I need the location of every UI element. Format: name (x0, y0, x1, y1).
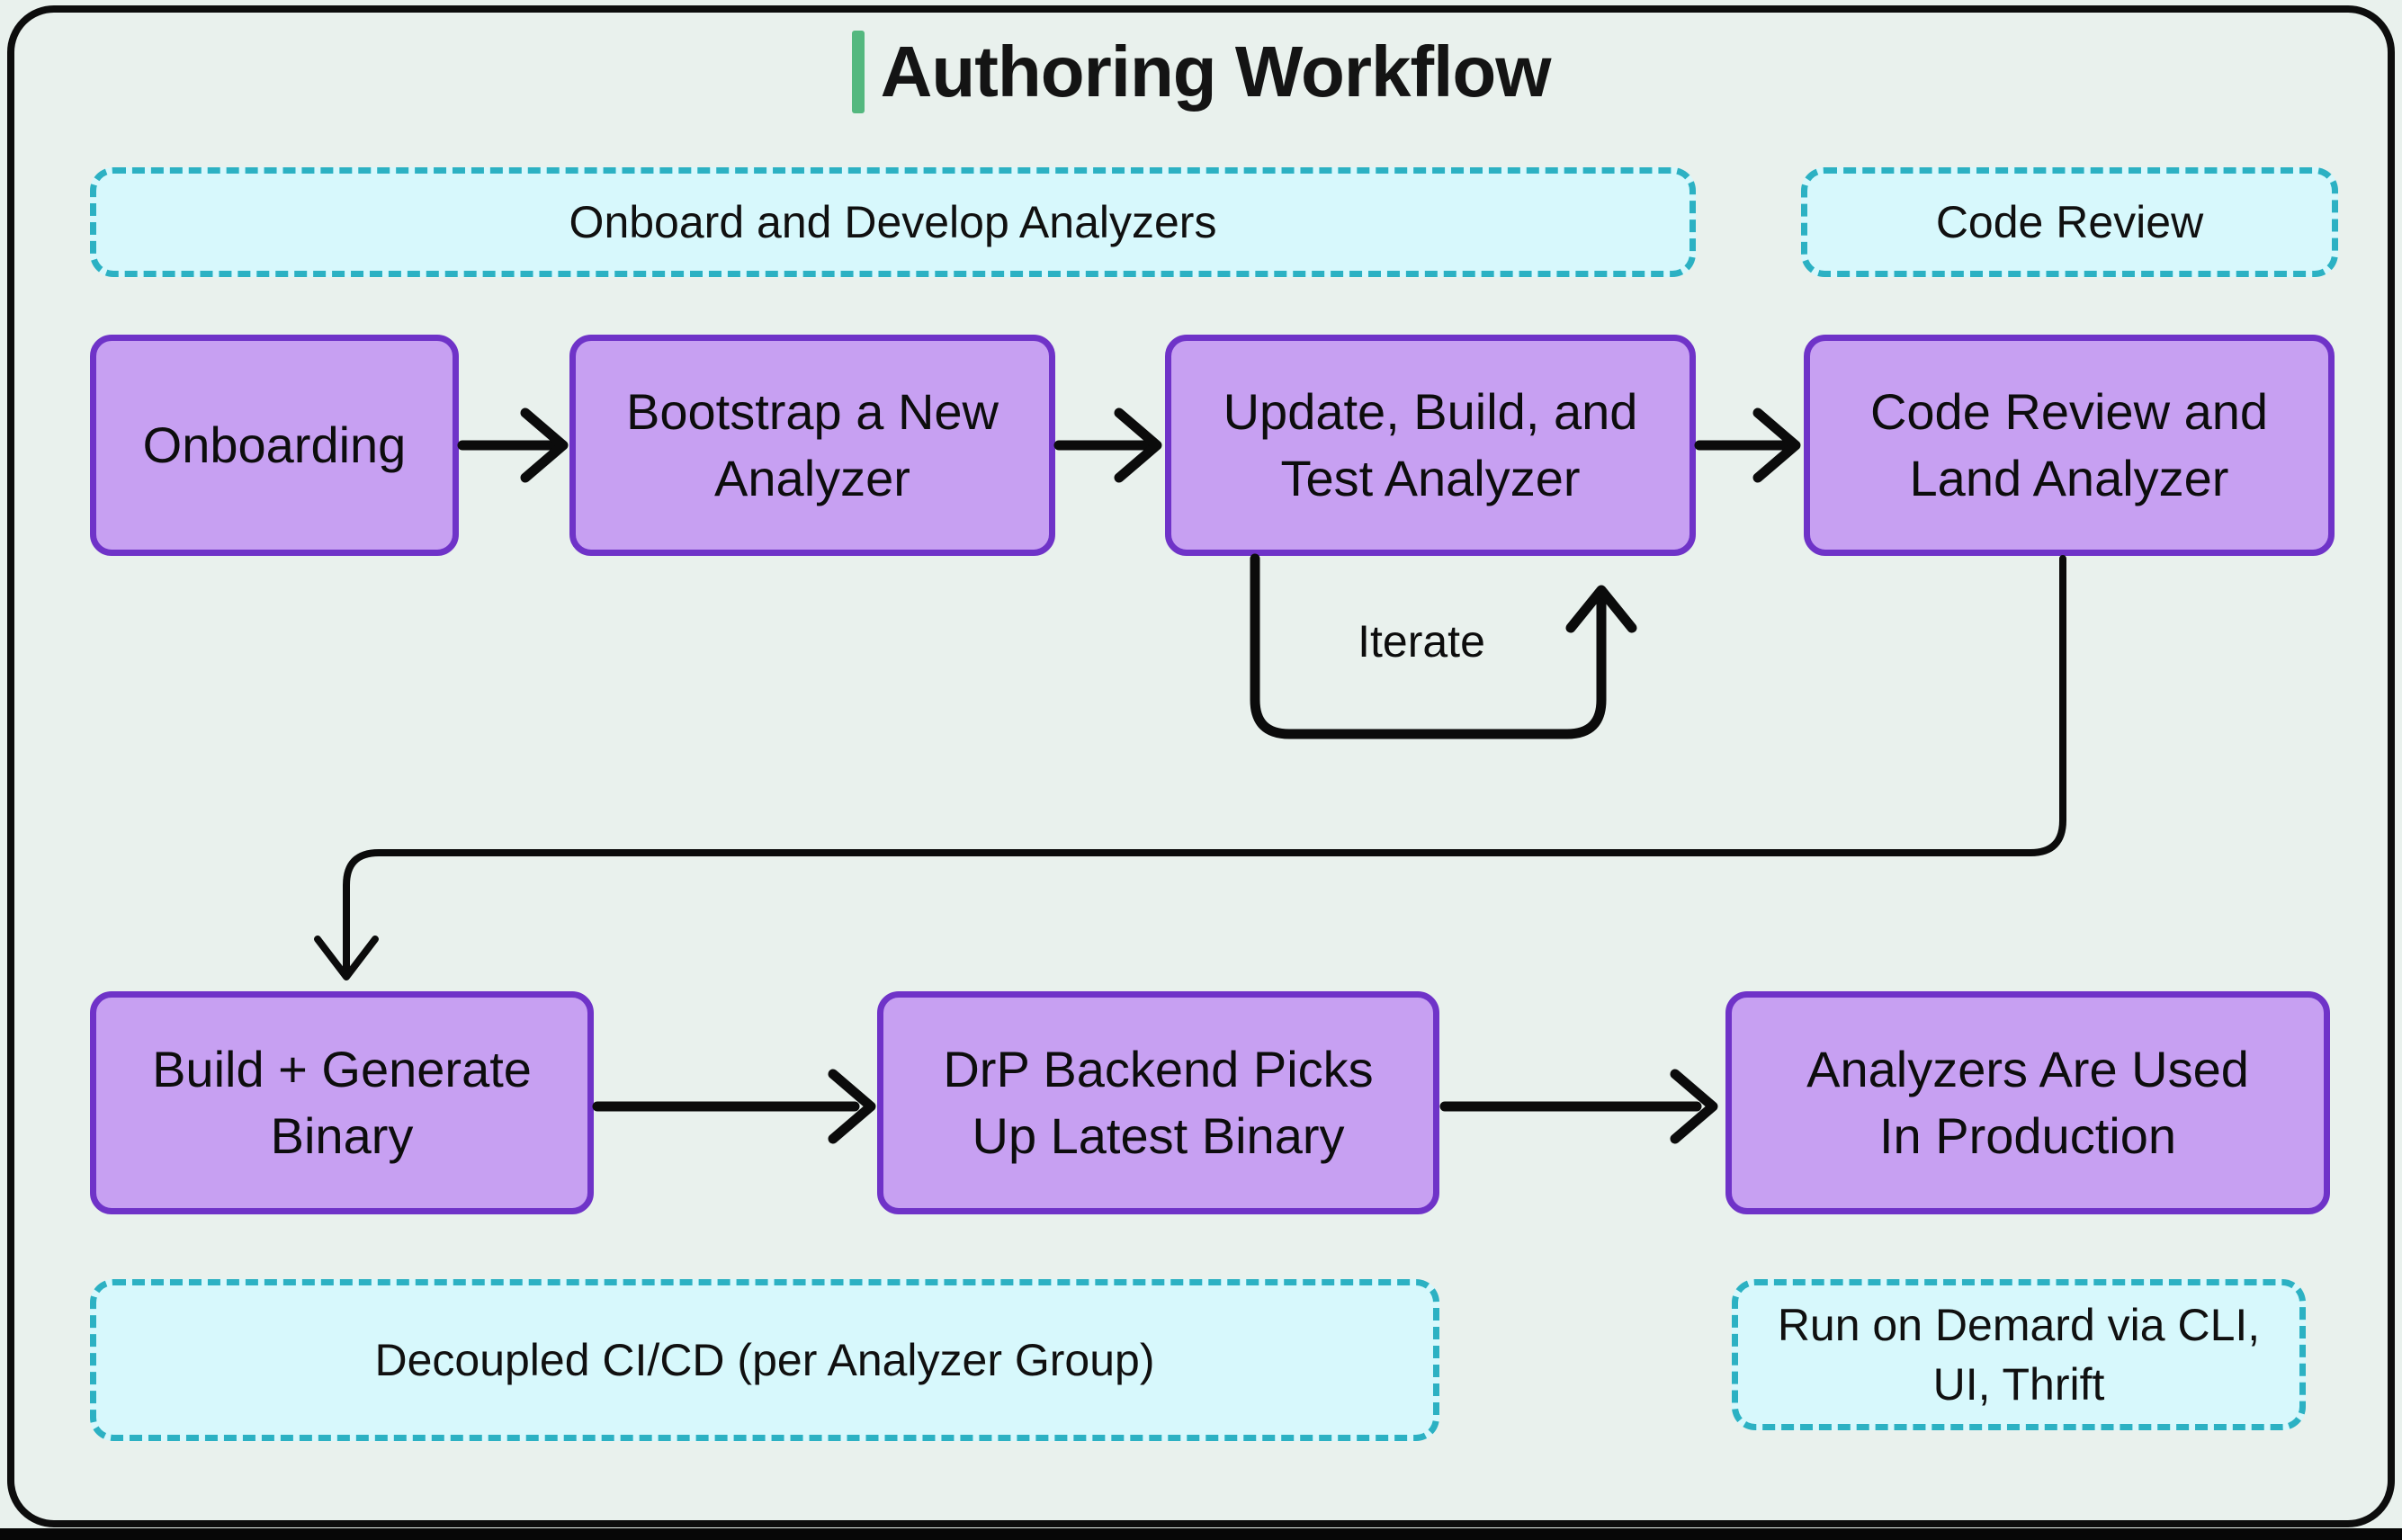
node-code-review-land-analyzer: Code Review and Land Analyzer (1804, 335, 2335, 556)
group-decoupled-cicd: Decoupled CI/CD (per Analyzer Group) (90, 1279, 1439, 1441)
node-label: Analyzers Are Used In Production (1806, 1041, 2249, 1164)
bottom-bar (0, 1528, 2402, 1540)
iterate-label: Iterate (1358, 616, 1485, 667)
node-build-generate-binary: Build + Generate Binary (90, 991, 594, 1214)
node-label: Build + Generate Binary (152, 1041, 532, 1164)
diagram-header: Authoring Workflow (0, 31, 2402, 113)
group-run-on-demand: Run on Demard via CLI, UI, Thrift (1732, 1279, 2306, 1430)
page-title: Authoring Workflow (880, 31, 1552, 112)
node-label: DrP Backend Picks Up Latest Binary (943, 1041, 1374, 1164)
group-label: Run on Demard via CLI, UI, Thrift (1777, 1300, 2261, 1410)
node-label: Update, Build, and Test Analyzer (1223, 383, 1638, 506)
node-label: Code Review and Land Analyzer (1869, 383, 2269, 506)
group-label: Onboard and Develop Analyzers (569, 197, 1217, 247)
group-label: Code Review (1935, 197, 2204, 247)
node-update-build-test-analyzer: Update, Build, and Test Analyzer (1165, 335, 1696, 556)
group-code-review: Code Review (1801, 167, 2338, 277)
node-bootstrap-new-analyzer: Bootstrap a New Analyzer (569, 335, 1055, 556)
node-analyzers-used-in-production: Analyzers Are Used In Production (1725, 991, 2330, 1214)
node-onboarding: Onboarding (90, 335, 459, 556)
group-label: Decoupled CI/CD (per Analyzer Group) (374, 1335, 1155, 1385)
node-label: Onboarding (142, 416, 407, 474)
node-drp-backend-picks-binary: DrP Backend Picks Up Latest Binary (877, 991, 1439, 1214)
title-accent-bar (851, 31, 865, 113)
node-label: Bootstrap a New Analyzer (626, 383, 999, 506)
group-onboard-and-develop: Onboard and Develop Analyzers (90, 167, 1696, 277)
